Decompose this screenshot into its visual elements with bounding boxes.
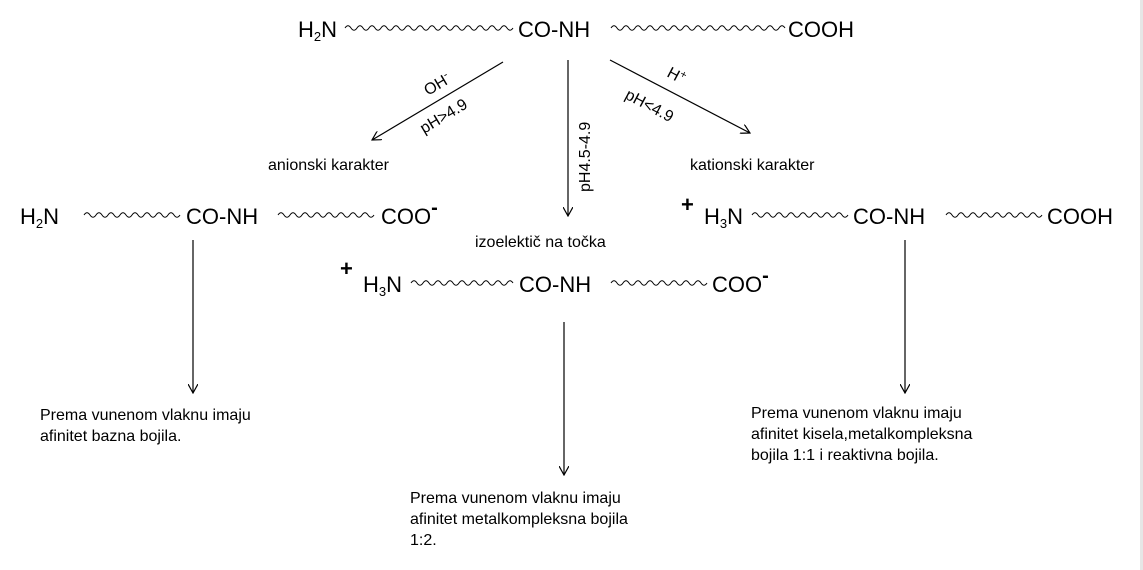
cationic-chain-wave-right	[945, 212, 1043, 218]
left-note: Prema vunenom vlaknu imaju afinitet bazn…	[40, 407, 255, 445]
top-chain-amide: CO-NH	[518, 17, 590, 42]
cationic-charge: +	[681, 192, 694, 217]
arrow-to-anionic	[372, 61, 504, 140]
zwitterion-peptide-chain: + H3N CO-NH COO-	[340, 256, 769, 299]
cationic-chain-amide: CO-NH	[853, 204, 925, 229]
zwitterion-chain-amine: H3N	[363, 272, 402, 299]
cationic-chain-carboxyl: COOH	[1047, 204, 1113, 229]
anionic-chain-wave-right	[277, 212, 375, 218]
top-chain-wave-left	[344, 25, 514, 31]
middle-note: Prema vunenom vlaknu imaju afinitet meta…	[410, 490, 632, 549]
anionic-chain-carboxylate: COO-	[381, 197, 438, 229]
right-condition: pH<4.9	[622, 87, 676, 126]
left-condition: pH>4.9	[417, 96, 470, 137]
right-reagent: H+	[664, 63, 689, 88]
anionic-chain-amide: CO-NH	[186, 204, 258, 229]
zwitterion-chain-amide: CO-NH	[519, 272, 591, 297]
cationic-chain-wave-left	[751, 212, 849, 218]
cationic-chain-amine: H3N	[704, 204, 743, 231]
top-chain-carboxyl: COOH	[788, 17, 854, 42]
frame-edge	[1140, 0, 1143, 570]
anionic-chain-wave-left	[83, 212, 181, 218]
top-chain-amine: H2N	[298, 17, 337, 44]
right-note: Prema vunenom vlaknu imaju afinitet kise…	[751, 405, 977, 464]
anionic-chain-amine: H2N	[20, 204, 59, 231]
zwitterion-chain-wave-right	[610, 280, 708, 286]
anionic-peptide-chain: H2N CO-NH COO-	[20, 197, 438, 231]
zwitterion-charge: +	[340, 256, 353, 281]
arrow-to-cationic	[609, 59, 750, 133]
middle-condition: pH4.5-4.9	[577, 122, 594, 192]
isoelectric-state-label: izoelektič na točka	[475, 234, 606, 251]
top-peptide-chain: H2N CO-NH COOH	[298, 17, 854, 44]
top-chain-wave-right	[610, 25, 786, 31]
zwitterion-chain-wave-left	[410, 280, 514, 286]
anionic-state-label: anionski karakter	[268, 157, 390, 174]
cationic-state-label: kationski karakter	[690, 157, 815, 174]
zwitterion-chain-carboxylate: COO-	[712, 265, 769, 297]
cationic-peptide-chain: + H3N CO-NH COOH	[681, 192, 1113, 231]
